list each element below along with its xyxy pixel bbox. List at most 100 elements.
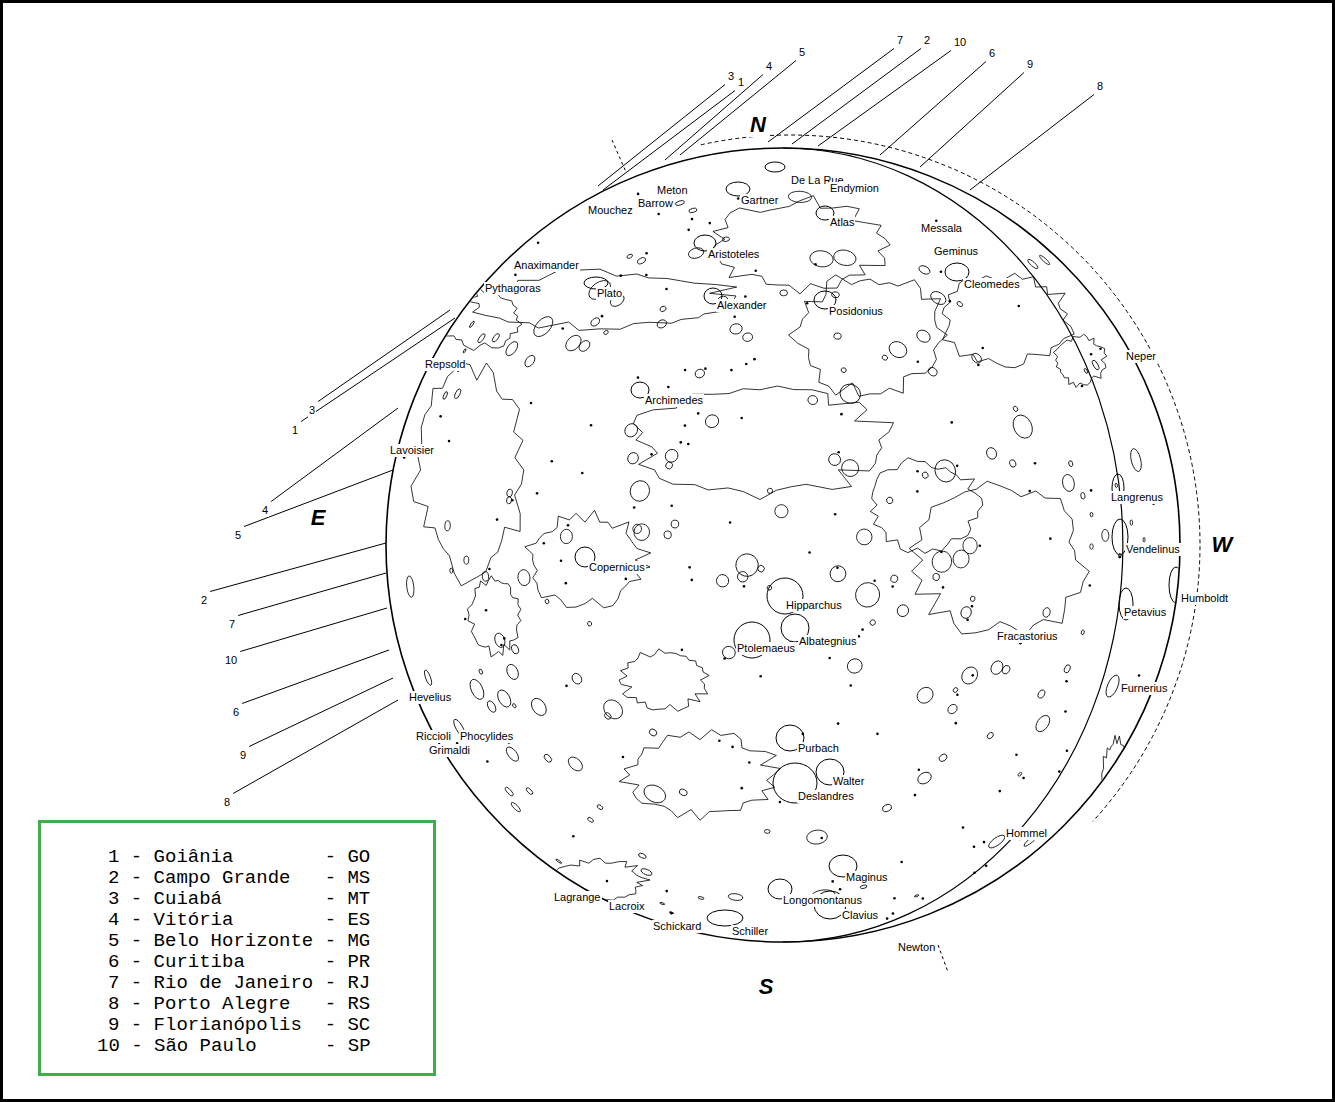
crater-dot <box>753 358 756 361</box>
callout-number: 4 <box>765 60 773 73</box>
crater-name: Messala <box>920 222 963 235</box>
crater-dot <box>619 274 622 277</box>
crater-name: Copernicus <box>588 561 646 574</box>
crater-name: Ptolemaeus <box>736 642 796 655</box>
crater <box>1017 772 1022 777</box>
leader-line <box>970 95 1094 191</box>
crater-dot <box>820 837 823 840</box>
crater <box>780 290 788 296</box>
crater-dot <box>633 506 636 509</box>
crater-dot <box>601 315 604 318</box>
crater-name: Barrow <box>637 197 674 210</box>
crater-dot <box>488 568 491 571</box>
crater-dot <box>637 193 640 196</box>
crater-dot <box>779 801 782 804</box>
crater <box>463 348 467 353</box>
crater <box>927 366 939 378</box>
crater <box>1091 359 1100 370</box>
legend-entry: 7 - Rio de Janeiro - RJ <box>108 973 433 994</box>
crater <box>788 191 812 203</box>
crater <box>985 446 999 461</box>
mare-outline <box>909 481 1089 635</box>
crater <box>1090 512 1093 517</box>
leader-line <box>271 408 398 502</box>
mare-outline <box>619 649 709 711</box>
leader-line <box>792 49 921 145</box>
crater-dot <box>403 456 406 459</box>
crater <box>622 421 640 439</box>
crater-dot <box>837 451 840 454</box>
crater <box>1068 460 1073 467</box>
crater <box>504 340 520 358</box>
crater <box>881 803 892 813</box>
crater-dot <box>1099 347 1102 350</box>
crater-dot <box>496 518 499 521</box>
crater <box>827 563 848 584</box>
crater-dot <box>966 619 969 622</box>
crater-dot <box>828 657 831 660</box>
crater <box>477 333 486 344</box>
crater <box>504 786 514 797</box>
crater <box>1080 492 1085 499</box>
crater <box>714 572 731 589</box>
crater-dot <box>808 551 811 554</box>
mare-outline <box>467 576 520 657</box>
crater-name: Langrenus <box>1110 491 1164 504</box>
crater <box>626 253 633 259</box>
crater <box>869 619 877 627</box>
crater <box>931 550 953 573</box>
crater <box>914 894 919 897</box>
crater-dot <box>733 315 736 318</box>
crater-dot <box>940 551 943 554</box>
crater-name: Walter <box>832 775 865 788</box>
crater <box>464 556 469 564</box>
crater-dot <box>590 424 593 427</box>
crater-name: Meton <box>656 184 689 197</box>
crater-dot <box>892 912 895 915</box>
crater-dot <box>464 618 467 621</box>
crater <box>1119 553 1122 558</box>
crater <box>916 770 934 786</box>
crater-dot <box>690 579 693 582</box>
crater <box>453 388 461 399</box>
crater <box>1061 473 1076 492</box>
crater <box>856 528 873 545</box>
crater <box>1102 529 1109 541</box>
crater <box>838 456 862 480</box>
crater <box>1090 544 1093 550</box>
crater <box>832 248 857 268</box>
crater-dot <box>439 415 442 418</box>
crater <box>482 571 489 581</box>
crater <box>486 699 498 713</box>
callout-number: 9 <box>239 749 247 762</box>
crater-dot <box>745 363 748 366</box>
axis-tick <box>938 945 948 972</box>
leader-line <box>880 62 986 156</box>
crater <box>626 451 641 466</box>
crater-dot <box>1090 489 1093 492</box>
crater-name: Grimaldi <box>428 744 471 757</box>
crater <box>636 256 646 265</box>
crater-dot <box>1034 462 1037 465</box>
crater-dot <box>1017 305 1020 308</box>
crater-dot <box>1090 353 1093 356</box>
crater-dot <box>956 693 959 696</box>
crater <box>1037 689 1047 700</box>
callout-number: 3 <box>308 404 316 417</box>
crater-dot <box>681 649 684 652</box>
crater <box>523 354 537 369</box>
crater <box>543 753 553 763</box>
callout-number: 5 <box>798 46 806 59</box>
crater-dot <box>560 559 563 562</box>
crater-name: Riccioli <box>415 730 452 743</box>
crater-dot <box>744 295 747 298</box>
crater <box>963 538 977 554</box>
crater-dot <box>645 252 648 255</box>
crater <box>587 621 592 627</box>
crater <box>728 893 743 901</box>
crater-dot <box>748 761 751 764</box>
crater <box>698 896 704 900</box>
crater <box>517 569 531 586</box>
crater-name: Lagrange <box>553 891 602 904</box>
callout-number: 7 <box>896 34 904 47</box>
